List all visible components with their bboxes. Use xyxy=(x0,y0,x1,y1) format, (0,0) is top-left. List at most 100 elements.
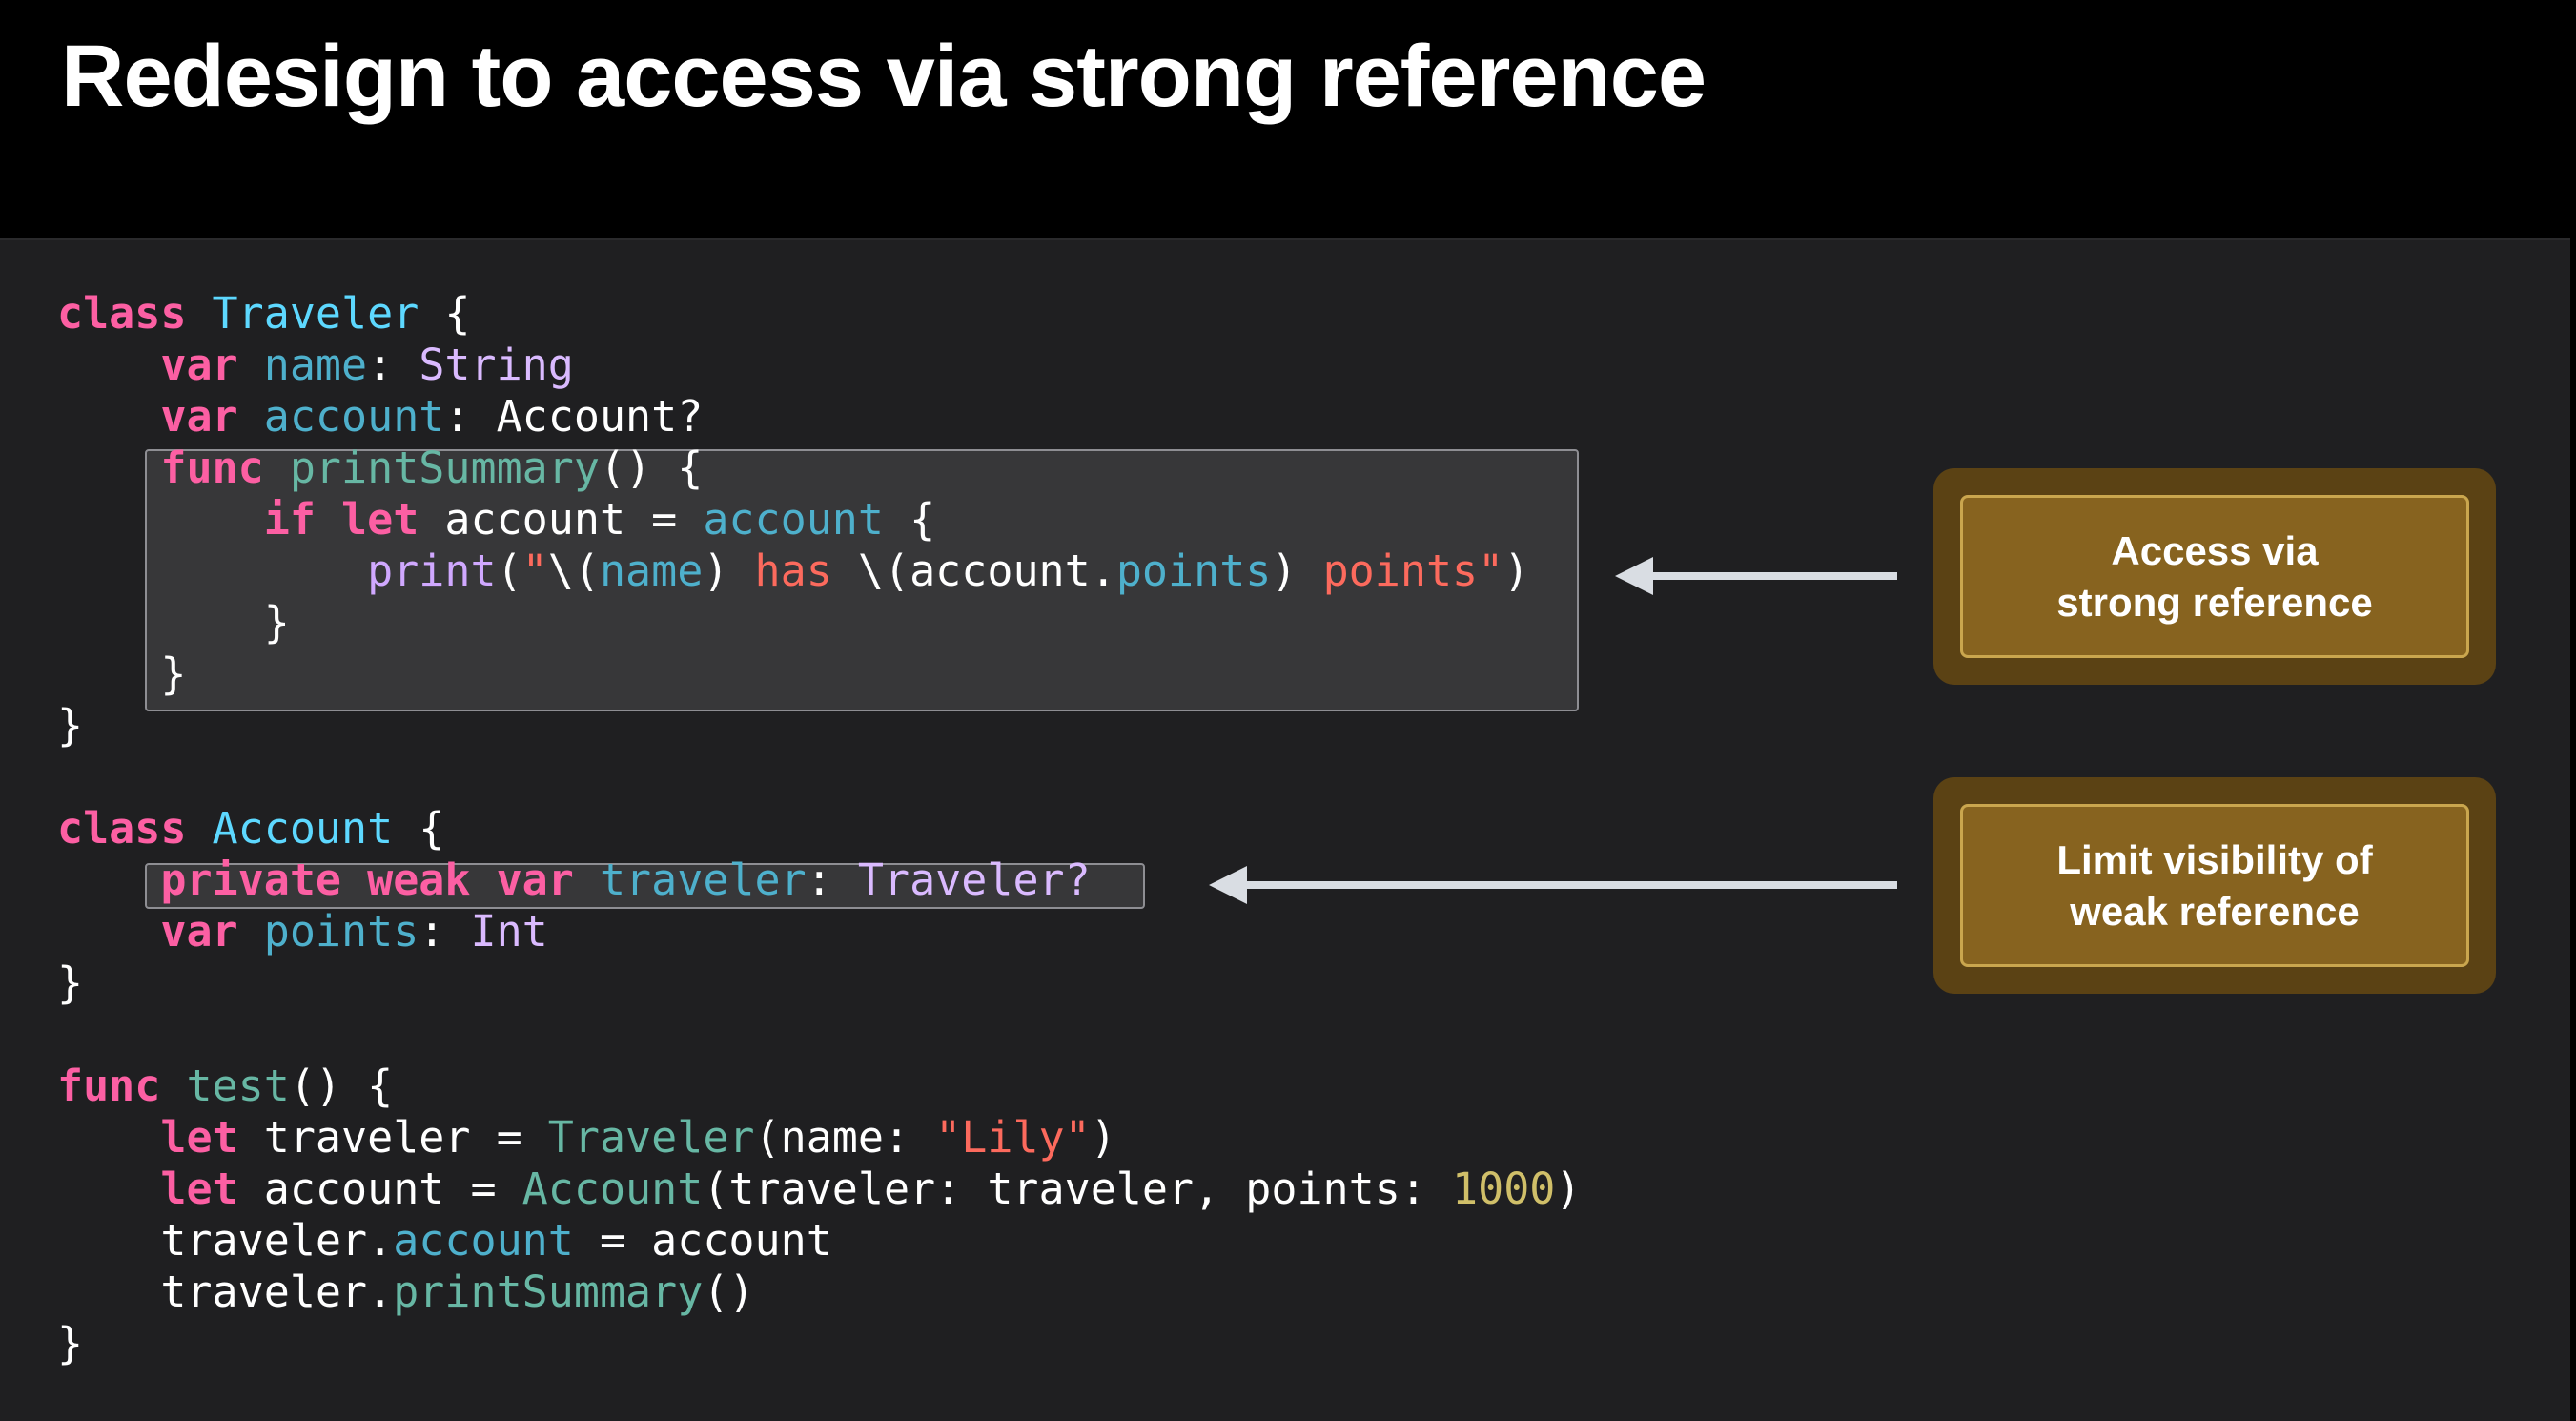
code-token: : Account? xyxy=(444,391,704,442)
code-token: } xyxy=(57,958,84,1008)
code-token: Traveler xyxy=(547,1112,755,1163)
code-token: = account xyxy=(573,1215,832,1266)
callout-strong-reference-box: Access via strong reference xyxy=(1960,495,2469,658)
code-token: () { xyxy=(289,1061,394,1111)
code-token xyxy=(57,391,160,442)
code-line: } xyxy=(57,1318,83,1369)
code-token: { xyxy=(393,803,445,854)
code-token: account xyxy=(237,391,445,442)
code-token: } xyxy=(57,700,84,751)
callout-weak-line1: Limit visibility of xyxy=(2056,836,2373,882)
code-token: ) xyxy=(1555,1164,1582,1214)
code-token: name xyxy=(599,546,704,596)
code-token: class xyxy=(57,803,187,854)
code-token xyxy=(57,340,160,390)
code-token: } xyxy=(57,597,290,648)
code-token: traveler. xyxy=(57,1215,394,1266)
code-line: var points: Int xyxy=(57,906,548,957)
code-token: Traveler? xyxy=(857,855,1091,905)
code-listing: class Traveler { var name: String var ac… xyxy=(57,288,1581,1370)
code-line: class Traveler { xyxy=(57,288,471,339)
code-token: account xyxy=(703,494,884,545)
code-token: String xyxy=(419,340,574,390)
code-token: private weak var xyxy=(160,855,574,905)
code-token xyxy=(57,1164,160,1214)
code-token: if let xyxy=(263,494,419,545)
code-token: points xyxy=(1115,546,1272,596)
code-line: traveler.printSummary() xyxy=(57,1267,755,1317)
code-token: \(account. xyxy=(857,546,1116,596)
code-token: } xyxy=(57,649,187,699)
callout-strong-line2: strong reference xyxy=(2056,579,2373,625)
code-token: (name: xyxy=(754,1112,936,1163)
code-token: points xyxy=(237,906,419,957)
code-token: " xyxy=(521,546,548,596)
code-token: 1000 xyxy=(1452,1164,1556,1214)
code-line: } xyxy=(57,700,83,751)
code-token: let xyxy=(160,1164,238,1214)
code-line: class Account { xyxy=(57,803,444,854)
code-line: if let account = account { xyxy=(57,494,935,545)
code-token: ) xyxy=(1090,1112,1116,1163)
code-token xyxy=(57,906,160,957)
code-token: Traveler xyxy=(186,288,419,339)
code-token: has xyxy=(728,546,858,596)
code-token: name xyxy=(237,340,368,390)
code-token: points" xyxy=(1297,546,1504,596)
code-token: var xyxy=(160,391,238,442)
code-line: private weak var traveler: Traveler? xyxy=(57,855,1091,905)
code-token: printSummary xyxy=(263,443,600,493)
arrow-left-icon xyxy=(1615,557,1897,595)
code-line: var account: Account? xyxy=(57,391,703,442)
code-token: traveler. xyxy=(57,1267,394,1317)
callout-weak-reference-box: Limit visibility of weak reference xyxy=(1960,804,2469,967)
code-line: } xyxy=(57,958,83,1008)
code-line: func printSummary() { xyxy=(57,443,703,493)
code-token: ) xyxy=(1503,546,1530,596)
callout-weak-reference: Limit visibility of weak reference xyxy=(1933,777,2496,994)
code-token xyxy=(57,443,160,493)
code-token xyxy=(57,855,160,905)
code-token: let xyxy=(160,1112,238,1163)
code-line: let account = Account(traveler: traveler… xyxy=(57,1164,1581,1214)
code-token: print xyxy=(367,546,497,596)
slide-title: Redesign to access via strong reference xyxy=(61,28,1707,125)
code-token: ( xyxy=(496,546,522,596)
code-token: Int xyxy=(470,906,548,957)
code-token: ) xyxy=(703,546,729,596)
code-token: { xyxy=(883,494,936,545)
callout-strong-reference: Access via strong reference xyxy=(1933,468,2496,685)
code-token: test xyxy=(160,1061,290,1111)
code-token: account = xyxy=(237,1164,522,1214)
code-token xyxy=(57,1112,160,1163)
code-token: } xyxy=(57,1318,84,1369)
code-line: let traveler = Traveler(name: "Lily") xyxy=(57,1112,1116,1163)
code-token: var xyxy=(160,340,238,390)
code-token: () xyxy=(703,1267,755,1317)
code-line: } xyxy=(57,649,186,699)
code-line: } xyxy=(57,597,290,648)
code-token: (traveler: traveler, points: xyxy=(703,1164,1453,1214)
code-token: "Lily" xyxy=(935,1112,1091,1163)
callout-weak-line2: weak reference xyxy=(2070,888,2360,934)
arrow-left-icon xyxy=(1209,866,1897,904)
code-token: () { xyxy=(599,443,704,493)
code-token: account = xyxy=(419,494,704,545)
code-token: printSummary xyxy=(393,1267,704,1317)
code-token: traveler = xyxy=(237,1112,548,1163)
code-token xyxy=(57,494,264,545)
code-line: var name: String xyxy=(57,340,574,390)
code-token: traveler xyxy=(573,855,807,905)
code-token: var xyxy=(160,906,238,957)
code-token: \( xyxy=(547,546,600,596)
print-summary-highlight xyxy=(145,449,1579,711)
weak-reference-highlight xyxy=(145,863,1145,909)
code-token: Account xyxy=(521,1164,704,1214)
code-token: Account xyxy=(186,803,394,854)
code-token: account xyxy=(393,1215,574,1266)
callout-strong-line1: Access via xyxy=(2111,527,2319,573)
code-token: : xyxy=(419,906,471,957)
code-token xyxy=(57,546,367,596)
code-token: func xyxy=(57,1061,161,1111)
code-token: : xyxy=(806,855,858,905)
